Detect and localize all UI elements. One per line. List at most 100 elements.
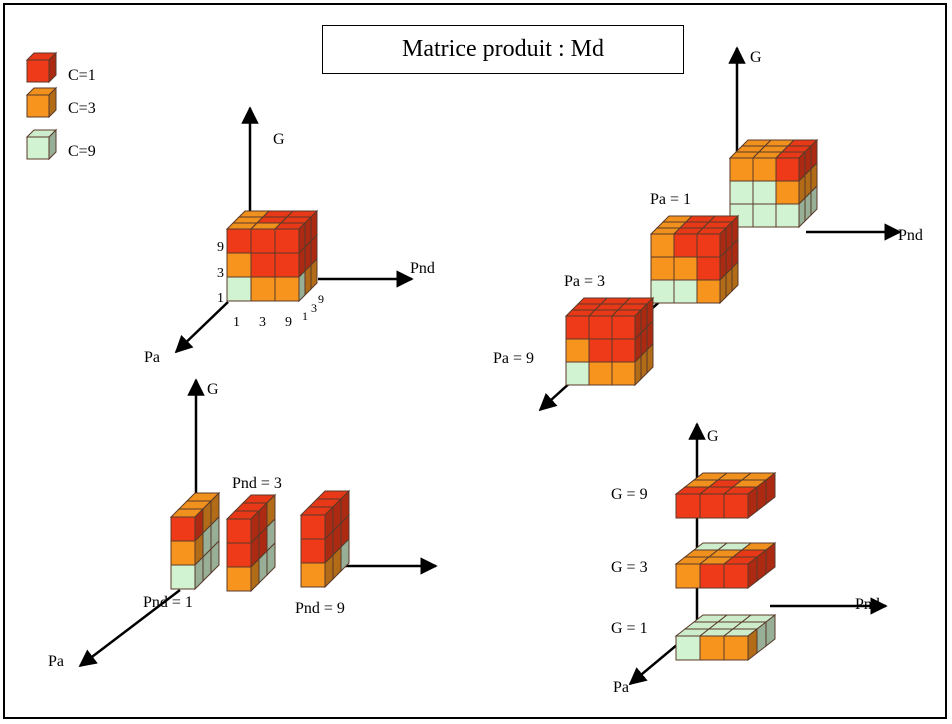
front-cell [588, 315, 613, 340]
pnd-tick-3: 3 [259, 315, 266, 330]
pa-tick-3: 3 [311, 301, 317, 315]
side-cell [765, 613, 776, 648]
side-cell [765, 471, 776, 506]
front-cell [226, 518, 252, 544]
title-box: Matrice produit : Md [322, 25, 684, 74]
pnd-slice-9 [299, 489, 351, 589]
front-cell [673, 279, 698, 304]
front-cell [673, 233, 698, 258]
pnd-axis-label-1: Pnd [410, 260, 435, 277]
g-axis-label-4: G [707, 428, 719, 445]
side-cell [646, 342, 654, 375]
pa-tick-9: 9 [318, 292, 324, 306]
g-axis-label-2: G [750, 49, 762, 66]
legend-label-c3: C=3 [68, 100, 96, 117]
front-cell [611, 338, 636, 363]
side-cell [765, 541, 776, 576]
pa-axis-label-4: Pa [613, 679, 629, 696]
g-slice-label-9: G = 9 [611, 486, 648, 503]
front-cell [752, 180, 777, 205]
pnd-axis-label-2: Pnd [898, 227, 923, 244]
legend-item-c9: C=9 [25, 128, 96, 161]
panel-pa-slices: G Pnd Pa = 1 Pa = 3 Pa = 9 [493, 46, 923, 412]
front-cell [274, 276, 300, 302]
pnd-slice-3 [225, 493, 277, 593]
pnd-slice-label-9: Pnd = 9 [295, 600, 345, 617]
pa-axis-label-3: Pa [48, 653, 64, 670]
legend-swatch-c9 [25, 128, 58, 161]
page-title: Matrice produit : Md [402, 36, 604, 62]
front-cell [250, 276, 276, 302]
pa-axis-label-1: Pa [144, 349, 160, 366]
front-cell [588, 338, 613, 363]
legend-item-c1: C=1 [25, 51, 96, 84]
legend-label-c1: C=1 [68, 67, 96, 84]
front-cell [673, 256, 698, 281]
legend-swatch-c3 [25, 86, 58, 119]
pa-axis-1 [174, 301, 229, 354]
front-cell [274, 252, 300, 278]
pnd-tick-1: 1 [233, 315, 240, 330]
pnd-axis-label-4: Pnd [855, 596, 880, 613]
legend-item-c3: C=3 [25, 86, 96, 119]
front-cell [300, 538, 326, 564]
side-cell [731, 260, 739, 293]
product-matrix-cube [225, 209, 319, 303]
front-cell [699, 563, 725, 589]
g-slice-1 [674, 613, 777, 662]
front-cell [675, 493, 701, 519]
pnd-tick-9: 9 [285, 315, 292, 330]
diagram-frame [3, 3, 947, 719]
pa-slice-9 [564, 296, 655, 387]
front-cell [675, 563, 701, 589]
legend: C=1 C=3 C=9 [25, 51, 96, 161]
g-slice-label-3: G = 3 [611, 559, 648, 576]
pa-axis-3 [78, 589, 181, 668]
side-cell [266, 541, 276, 577]
pa-tick-1: 1 [302, 309, 308, 323]
pnd-slice-label-3: Pnd = 3 [232, 475, 282, 492]
front-cell [300, 514, 326, 540]
front-cell [775, 157, 800, 182]
side-cell [210, 539, 220, 575]
front-cell [611, 361, 636, 386]
legend-swatch-c1 [25, 51, 58, 84]
front-cell [26, 59, 50, 83]
pnd-slice-label-1: Pnd = 1 [143, 594, 193, 611]
front-cell [226, 252, 252, 278]
panel-g-slices: G Pnd Pa G = 9 G = 3 G = 1 [611, 422, 888, 696]
front-cell [752, 203, 777, 228]
front-cell [170, 540, 196, 566]
pa-slice-3 [649, 214, 740, 305]
front-cell [729, 180, 754, 205]
pnd-slice-1 [169, 491, 221, 591]
front-cell [696, 233, 721, 258]
front-cell [274, 228, 300, 254]
legend-label-c9: C=9 [68, 143, 96, 160]
front-cell [696, 279, 721, 304]
front-cell [250, 252, 276, 278]
side-cell [298, 269, 306, 303]
front-cell [775, 203, 800, 228]
front-cell [611, 315, 636, 340]
front-cell [699, 635, 725, 661]
g-tick-3: 3 [217, 266, 224, 281]
front-cell [650, 279, 675, 304]
g-axis-label-1: G [273, 131, 285, 148]
front-cell [250, 228, 276, 254]
front-cell [723, 563, 749, 589]
pa-slice-label-9: Pa = 9 [493, 350, 534, 367]
pa-slice-1 [728, 138, 819, 229]
front-cell [170, 564, 196, 590]
pa-slice-label-1: Pa = 1 [650, 191, 691, 208]
front-cell [565, 361, 590, 386]
pa-slice-label-3: Pa = 3 [564, 273, 605, 290]
side-cell [340, 537, 350, 573]
g-tick-9: 9 [217, 240, 224, 255]
front-cell [699, 493, 725, 519]
front-cell [226, 566, 252, 592]
front-cell [26, 136, 50, 160]
panel-pnd-slices: G Pa Pnd = 3 Pnd = 1 Pnd = 9 [48, 378, 438, 670]
front-cell [565, 315, 590, 340]
front-cell [300, 562, 326, 588]
